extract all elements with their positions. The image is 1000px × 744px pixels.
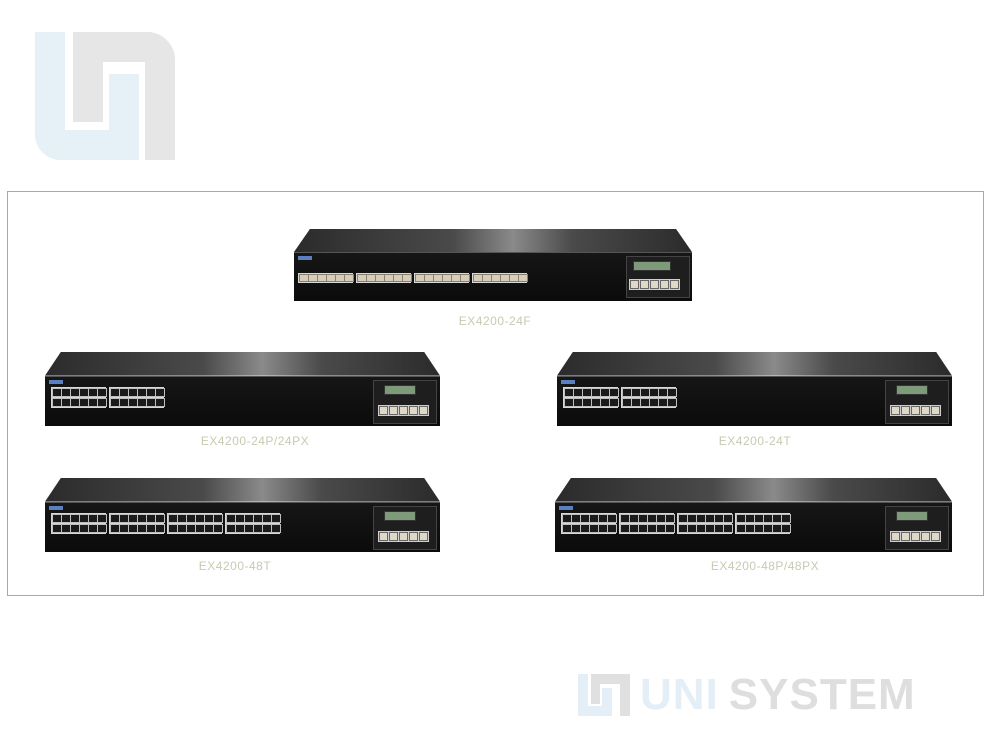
caption-ex4200-24f: EX4200-24F xyxy=(458,314,532,328)
juniper-logo-icon xyxy=(561,379,575,384)
uplink-module xyxy=(378,530,429,542)
switch-image-ex4200-24t xyxy=(557,352,952,426)
lcd-display xyxy=(896,384,928,395)
uplink-module xyxy=(890,404,941,416)
caption-ex4200-24p-24px: EX4200-24P/24PX xyxy=(200,434,310,448)
juniper-logo-icon xyxy=(49,505,63,510)
uni-system-logo-icon xyxy=(578,674,630,716)
lcd-display xyxy=(384,384,416,395)
switch-image-ex4200-24f xyxy=(294,229,692,301)
juniper-logo-icon xyxy=(298,256,312,261)
juniper-logo-icon xyxy=(49,379,63,384)
lcd-display xyxy=(384,510,416,521)
uni-system-watermark: UNI SYSTEM xyxy=(578,670,916,720)
watermark-brand-system: SYSTEM xyxy=(728,670,916,719)
lcd-display xyxy=(633,261,671,272)
lcd-display xyxy=(896,510,928,521)
caption-ex4200-24t: EX4200-24T xyxy=(718,434,792,448)
switch-image-ex4200-24p-24px xyxy=(45,352,440,426)
caption-ex4200-48t: EX4200-48T xyxy=(198,559,272,573)
uplink-module xyxy=(378,404,429,416)
uplink-module xyxy=(890,530,941,542)
switch-image-ex4200-48p-48px xyxy=(555,478,952,552)
juniper-logo-icon xyxy=(559,505,573,510)
uni-system-logo-icon xyxy=(35,32,175,160)
caption-ex4200-48p-48px: EX4200-48P/48PX xyxy=(710,559,820,573)
uplink-module xyxy=(629,279,680,291)
watermark-brand-uni: UNI xyxy=(640,670,719,719)
switch-image-ex4200-48t xyxy=(45,478,440,552)
